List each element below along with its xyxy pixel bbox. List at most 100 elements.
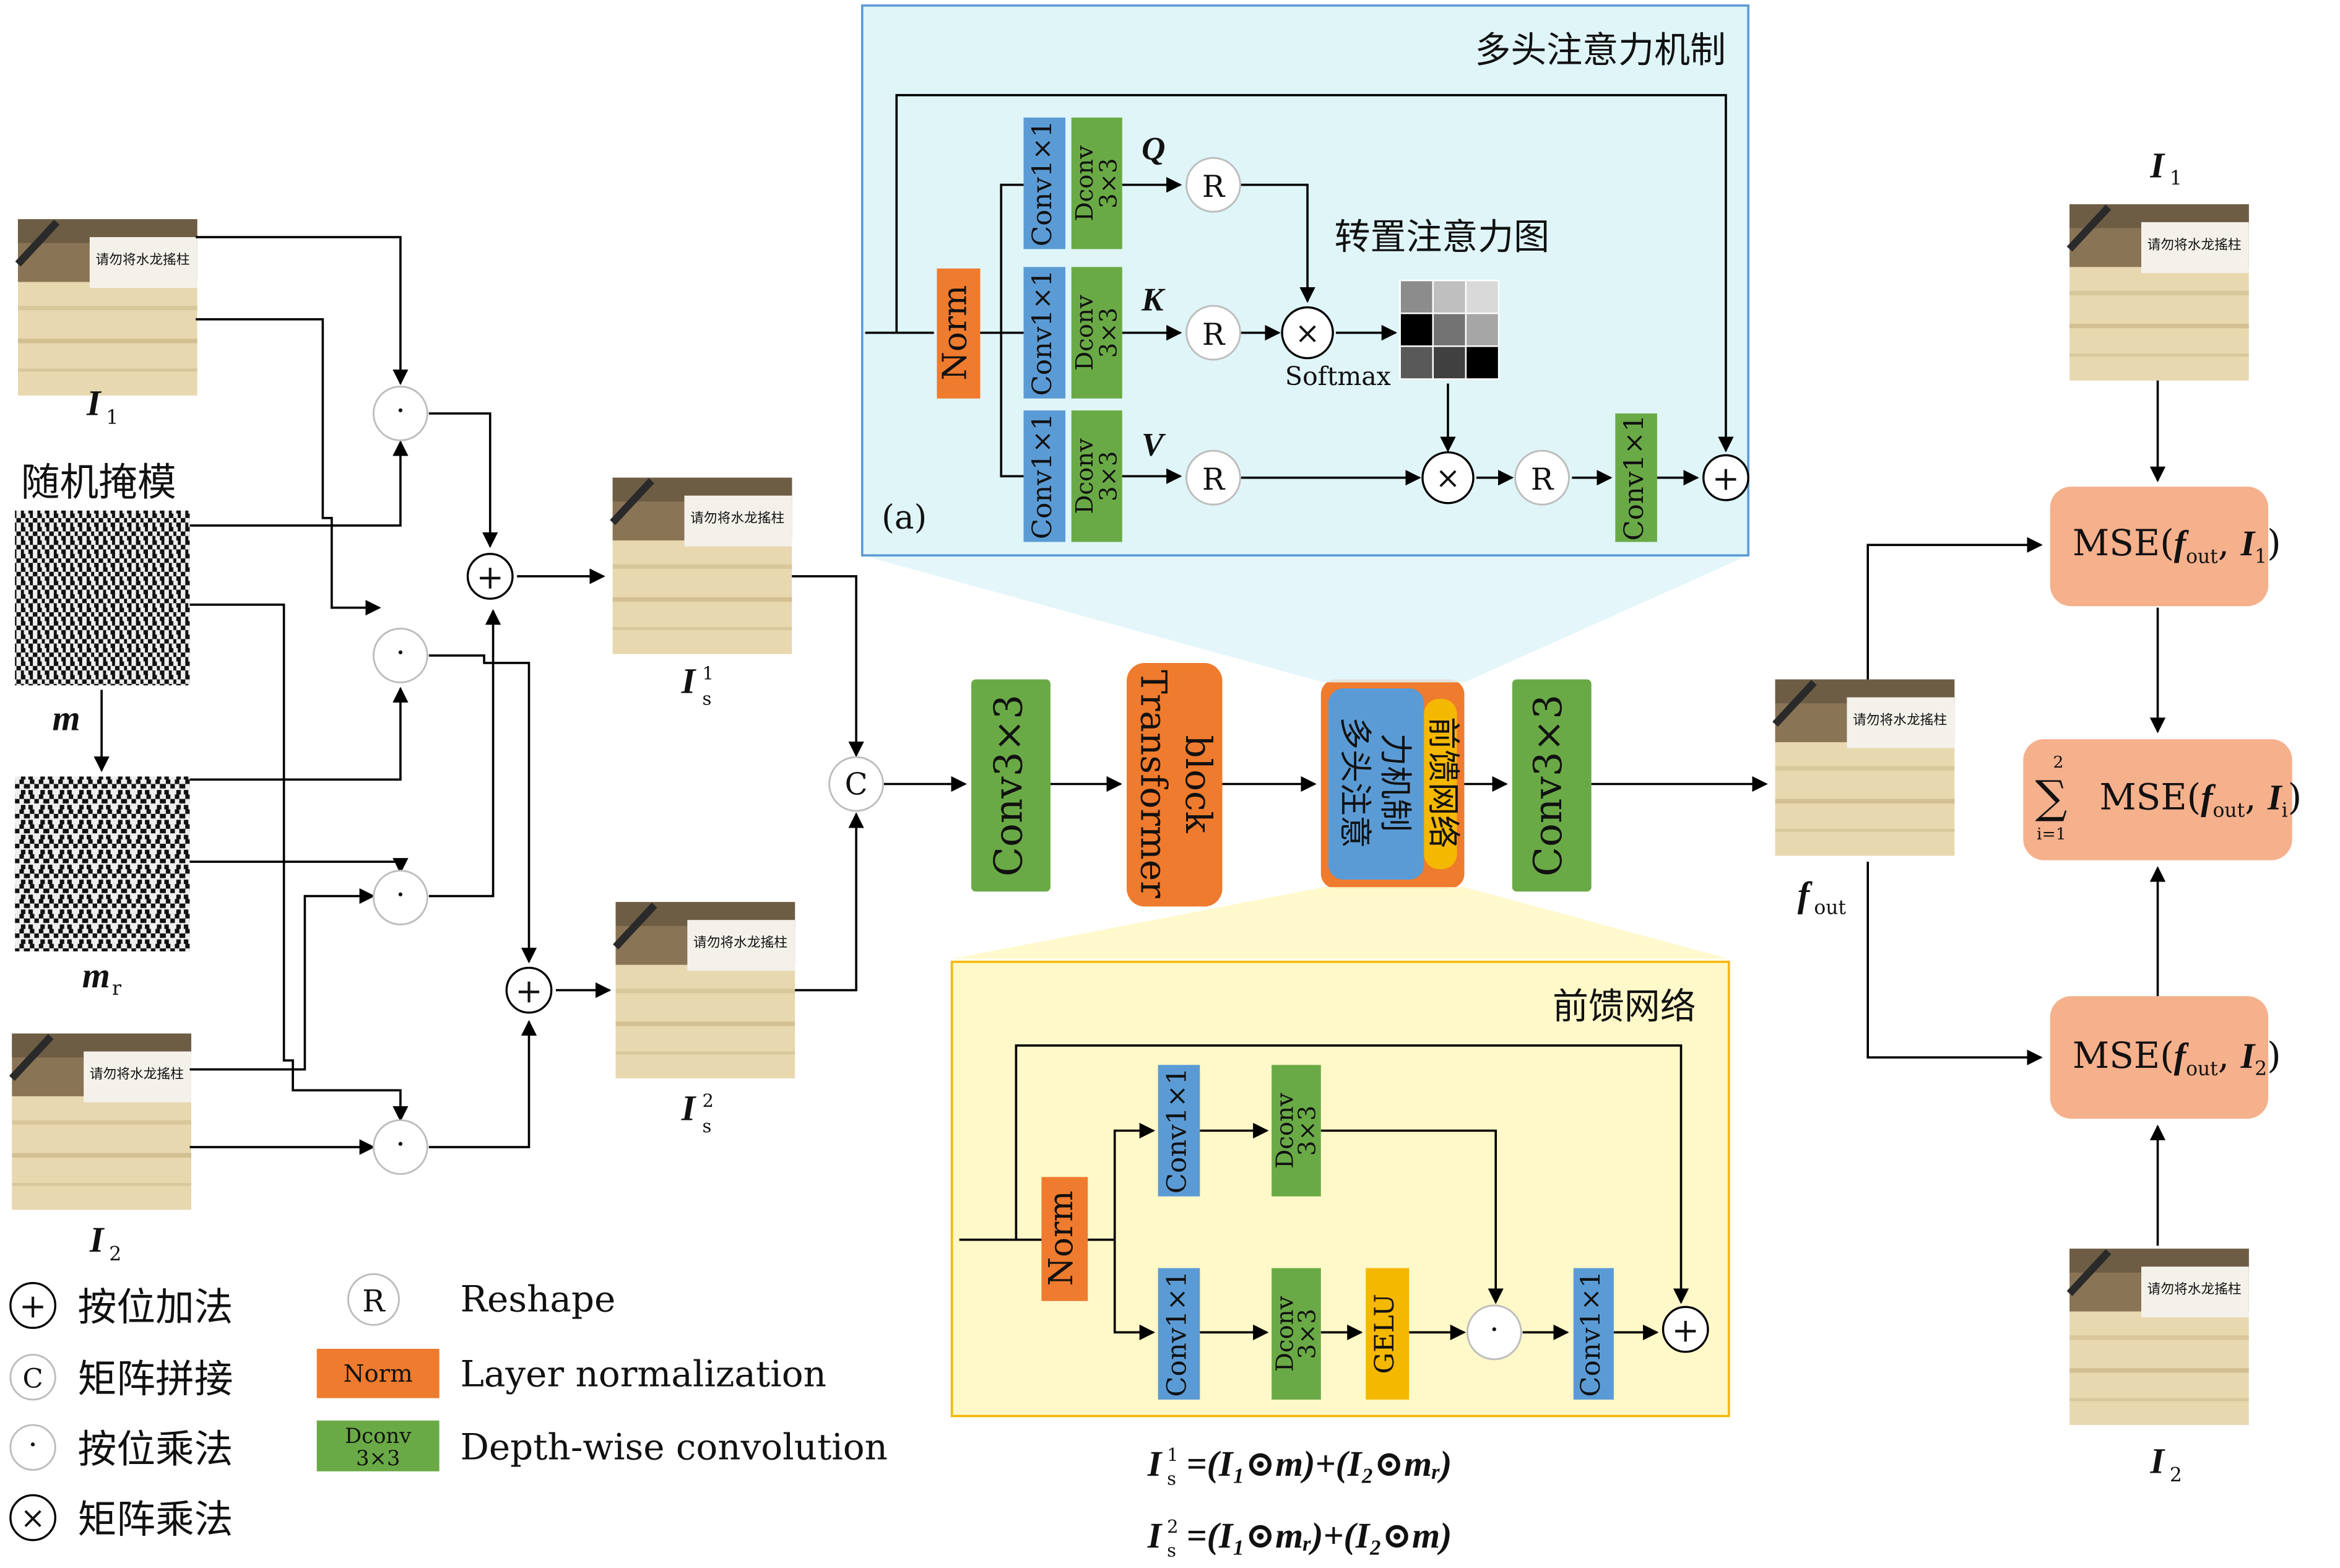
concat-node xyxy=(828,756,884,812)
legend: + 按位加法 C 矩阵拼接 · 按位乘法 × 矩阵乘法 R Reshape No… xyxy=(9,1273,888,1542)
equation-1: =(I₁⊙m)+(I₂⊙mᵣ) xyxy=(1187,1444,1452,1484)
legend-reshape-text: Reshape xyxy=(460,1278,615,1320)
mult-node-3 xyxy=(373,870,428,925)
add-node-1-symbol: + xyxy=(476,558,503,596)
attention-map-cell xyxy=(1432,345,1467,380)
legend-add-symbol: + xyxy=(19,1287,47,1325)
legend-mult-text: 按位乘法 xyxy=(78,1426,233,1471)
label-is2-sub: s xyxy=(702,1115,711,1137)
ffn-dconv-top-label2: 3×3 xyxy=(1293,1106,1321,1156)
loss-gt-image-i2: 请勿将水龙搖柱 xyxy=(2069,1249,2249,1425)
mixed-image-is1: 请勿将水龙搖柱 xyxy=(613,478,792,654)
label-m: m xyxy=(52,698,80,739)
legend-mult-symbol: · xyxy=(28,1427,37,1462)
legend-dconv-box-label2: 3×3 xyxy=(356,1446,400,1470)
ffn-norm-block xyxy=(1041,1177,1088,1301)
zoom-connector-attention xyxy=(862,555,1749,683)
attn-conv-v xyxy=(1023,410,1066,542)
legend-add-text: 按位加法 xyxy=(78,1284,233,1330)
legend-matmul-text: 矩阵乘法 xyxy=(78,1497,233,1542)
attn-conv-k xyxy=(1023,267,1066,399)
key-label: K xyxy=(1141,282,1166,318)
reshape-node-out xyxy=(1514,449,1570,506)
attn-dconv-k-label2: 3×3 xyxy=(1094,308,1122,358)
mha-sub-block xyxy=(1328,688,1424,880)
photo-text-gt2: 请勿将水龙搖柱 xyxy=(2147,1282,2242,1297)
attn-conv-out xyxy=(1615,413,1657,542)
label-is1-sub: s xyxy=(702,688,711,709)
label-is2-sup: 2 xyxy=(702,1090,713,1111)
input-image-i1: 请勿将水龙搖柱 xyxy=(18,219,197,396)
label-i2-sub: 2 xyxy=(109,1244,121,1266)
ffn-conv-out xyxy=(1573,1268,1614,1400)
ffn-conv-top xyxy=(1158,1065,1200,1197)
mult-node-1 xyxy=(373,385,428,441)
concat-node-symbol: C xyxy=(845,767,868,802)
loss-i1-sub: 1 xyxy=(2170,168,2182,190)
attn-norm-block xyxy=(937,268,981,399)
mask-title: 随机掩模 xyxy=(21,460,176,505)
sum-symbol: ∑ xyxy=(2035,771,2068,823)
label-is2: I xyxy=(681,1088,697,1128)
mse-2-label: MSE(fout, I2) xyxy=(2073,1034,2281,1080)
label-mr: m xyxy=(82,955,110,995)
attn-dconv-v xyxy=(1071,410,1122,542)
mult-node-1-symbol: · xyxy=(396,394,405,428)
legend-add-icon xyxy=(9,1282,56,1329)
attn-dconv-v-label2: 3×3 xyxy=(1094,451,1122,501)
loss-i2-label: I xyxy=(2149,1440,2165,1481)
eq2-i-sub: s xyxy=(1167,1540,1176,1561)
ffn-conv-bottom-label: Conv1×1 xyxy=(1161,1271,1192,1397)
ffn-dconv-top-label: Dconv xyxy=(1271,1093,1299,1169)
loss-gt-image-i1: 请勿将水龙搖柱 xyxy=(2069,204,2249,381)
transformer-label-2: block xyxy=(1177,735,1220,833)
attn-dconv-k-label: Dconv xyxy=(1071,295,1099,371)
add-node-2 xyxy=(505,966,553,1014)
attn-dconv-q-label2: 3×3 xyxy=(1094,158,1122,208)
attn-conv-q-label: Conv1×1 xyxy=(1027,120,1058,246)
attn-dconv-q xyxy=(1071,117,1122,249)
sum-mse-label: MSE(fout, Ii) xyxy=(2099,776,2302,822)
gelu-label: GELU xyxy=(1369,1294,1400,1374)
loss-i2-sub: 2 xyxy=(2170,1465,2182,1487)
attn-norm-label: Norm xyxy=(936,285,974,380)
label-i1: I xyxy=(86,383,102,423)
legend-matmul-icon xyxy=(9,1494,56,1541)
conv3x3-b-label: Conv3×3 xyxy=(1525,695,1571,877)
ffn-label: 前馈网络 xyxy=(1424,717,1462,848)
label-i2: I xyxy=(89,1219,105,1260)
legend-reshape-icon xyxy=(347,1273,400,1326)
attention-map-cell xyxy=(1432,279,1467,314)
ffn-conv-out-label: Conv1×1 xyxy=(1575,1271,1606,1397)
legend-dconv-text: Depth-wise convolution xyxy=(460,1426,887,1468)
legend-concat-symbol: C xyxy=(22,1364,43,1395)
eq2-i-sup: 2 xyxy=(1167,1516,1178,1537)
mult-node-4-symbol: · xyxy=(396,1127,405,1162)
eq1-i: I xyxy=(1147,1444,1163,1484)
fout-label: f xyxy=(1798,874,1813,914)
attention-map-cell xyxy=(1399,312,1434,347)
equation-2: =(I₁⊙mᵣ)+(I₂⊙m) xyxy=(1187,1515,1452,1556)
attention-wiring xyxy=(865,93,1734,486)
legend-matmul-symbol: × xyxy=(20,1501,45,1536)
value-label: V xyxy=(1142,427,1166,462)
ffn-mult-symbol: · xyxy=(1489,1312,1499,1347)
legend-dconv-box-label: Dconv xyxy=(345,1424,411,1448)
attn-conv-out-label: Conv1×1 xyxy=(1619,415,1650,541)
attention-map-cell xyxy=(1399,345,1434,380)
label-is1-sup: 1 xyxy=(702,663,713,684)
mult-node-4 xyxy=(373,1119,428,1175)
reshape-node-v xyxy=(1185,449,1241,506)
photo-text: 请勿将水龙搖柱 xyxy=(95,253,189,268)
left-wiring xyxy=(189,236,612,1155)
matmul-node-qk xyxy=(1281,306,1334,360)
conv3x3-block-b xyxy=(1512,679,1592,892)
output-image-fout: 请勿将水龙搖柱 xyxy=(1775,680,1955,856)
eq1-i-sup: 1 xyxy=(1167,1444,1178,1465)
ffn-wiring xyxy=(959,1044,1689,1341)
mse-box-2 xyxy=(2050,996,2269,1119)
photo-text-gt1: 请勿将水龙搖柱 xyxy=(2147,237,2242,253)
legend-norm-box-label: Norm xyxy=(344,1360,413,1388)
add-node-2-symbol: + xyxy=(515,972,543,1010)
attention-map-title: 转置注意力图 xyxy=(1335,215,1550,258)
